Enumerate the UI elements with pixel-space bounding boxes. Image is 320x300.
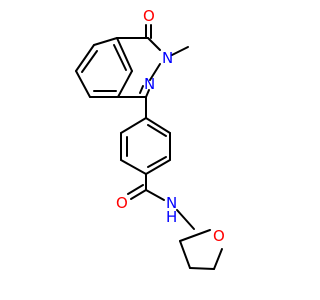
bond (145, 89, 150, 98)
n-ch2-bond (176, 209, 195, 230)
thf-ring (179, 229, 223, 270)
atom-n-ring: N (144, 75, 155, 93)
bond (145, 159, 171, 175)
amide-carbonyl-bond (130, 189, 147, 200)
bond (149, 63, 161, 81)
atom-n-amide: N (166, 194, 177, 212)
bond (213, 248, 223, 270)
atom-o-ether: O (213, 227, 225, 245)
amide-cn-bond (145, 189, 165, 201)
bond (113, 44, 127, 71)
atom-h-amide: H (166, 208, 177, 226)
methyl-bond (171, 46, 189, 56)
bond (93, 37, 118, 46)
bond (75, 44, 95, 72)
atom-o-amide: O (116, 194, 128, 212)
atom-o-ketone: O (143, 7, 155, 25)
structure-canvas: O N N O N H O (75, 7, 225, 270)
bond (179, 240, 191, 269)
bond (120, 159, 147, 175)
bond (116, 37, 133, 72)
bond (139, 85, 144, 94)
bond (189, 267, 215, 270)
bond (147, 156, 167, 168)
bond (147, 124, 167, 137)
diazinone-ring (116, 37, 161, 98)
bond (179, 229, 211, 242)
phenylene-ring (120, 117, 171, 175)
bond (81, 50, 98, 73)
bond (117, 70, 133, 98)
fused-benzene-ring (75, 37, 133, 98)
molecule-structure: O N N O N H O (75, 7, 225, 270)
bond (145, 117, 171, 134)
atom-n-methyl: N (162, 49, 173, 67)
bond (147, 37, 161, 51)
bond (120, 117, 147, 134)
bond (75, 70, 91, 98)
amide-carbonyl-bond (127, 184, 144, 195)
